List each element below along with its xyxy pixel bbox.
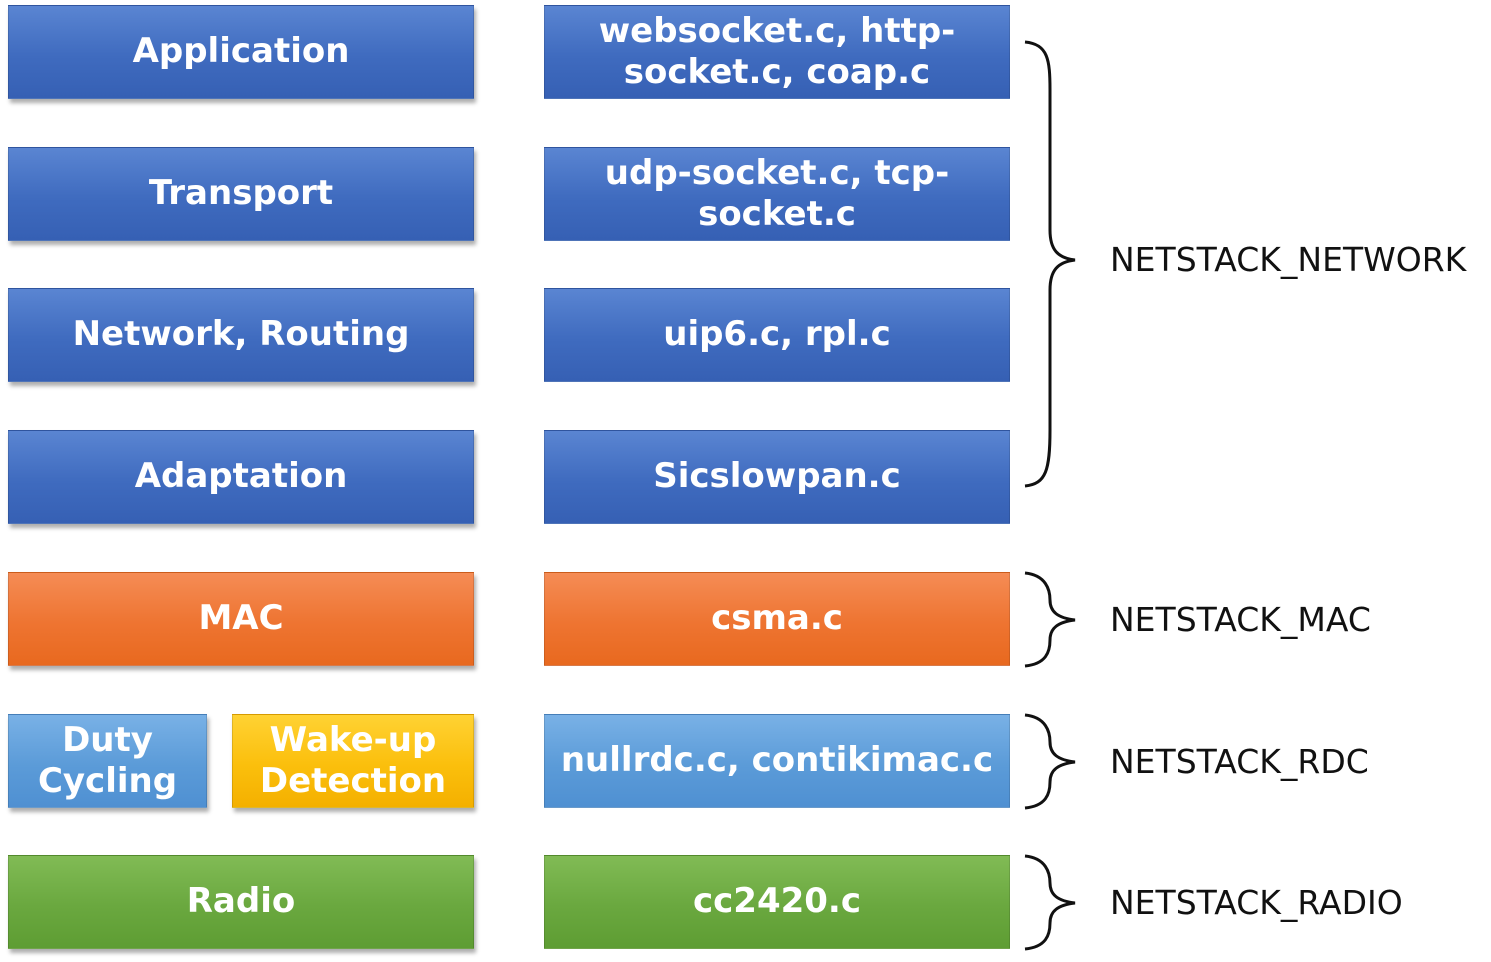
file-radio: cc2420.c bbox=[544, 855, 1010, 949]
brace-mac bbox=[1024, 571, 1076, 668]
layer-radio: Radio bbox=[8, 855, 474, 949]
label-netstack-radio: NETSTACK_RADIO bbox=[1110, 883, 1403, 922]
file-mac: csma.c bbox=[544, 572, 1010, 666]
file-rdc: nullrdc.c, contikimac.c bbox=[544, 714, 1010, 808]
brace-radio bbox=[1024, 854, 1076, 951]
label-netstack-rdc: NETSTACK_RDC bbox=[1110, 742, 1369, 781]
layer-duty-cycling: Duty Cycling bbox=[8, 714, 207, 808]
layer-application: Application bbox=[8, 5, 474, 99]
layer-transport: Transport bbox=[8, 147, 474, 241]
label-netstack-network: NETSTACK_NETWORK bbox=[1110, 240, 1467, 279]
label-netstack-mac: NETSTACK_MAC bbox=[1110, 600, 1371, 639]
file-network: uip6.c, rpl.c bbox=[544, 288, 1010, 382]
layer-network-routing: Network, Routing bbox=[8, 288, 474, 382]
brace-rdc bbox=[1024, 713, 1076, 810]
file-transport: udp-socket.c, tcp- socket.c bbox=[544, 147, 1010, 241]
file-application: websocket.c, http- socket.c, coap.c bbox=[544, 5, 1010, 99]
file-adaptation: Sicslowpan.c bbox=[544, 430, 1010, 524]
layer-wakeup-detection: Wake-up Detection bbox=[232, 714, 474, 808]
layer-adaptation: Adaptation bbox=[8, 430, 474, 524]
brace-network bbox=[1024, 40, 1076, 488]
layer-mac: MAC bbox=[8, 572, 474, 666]
